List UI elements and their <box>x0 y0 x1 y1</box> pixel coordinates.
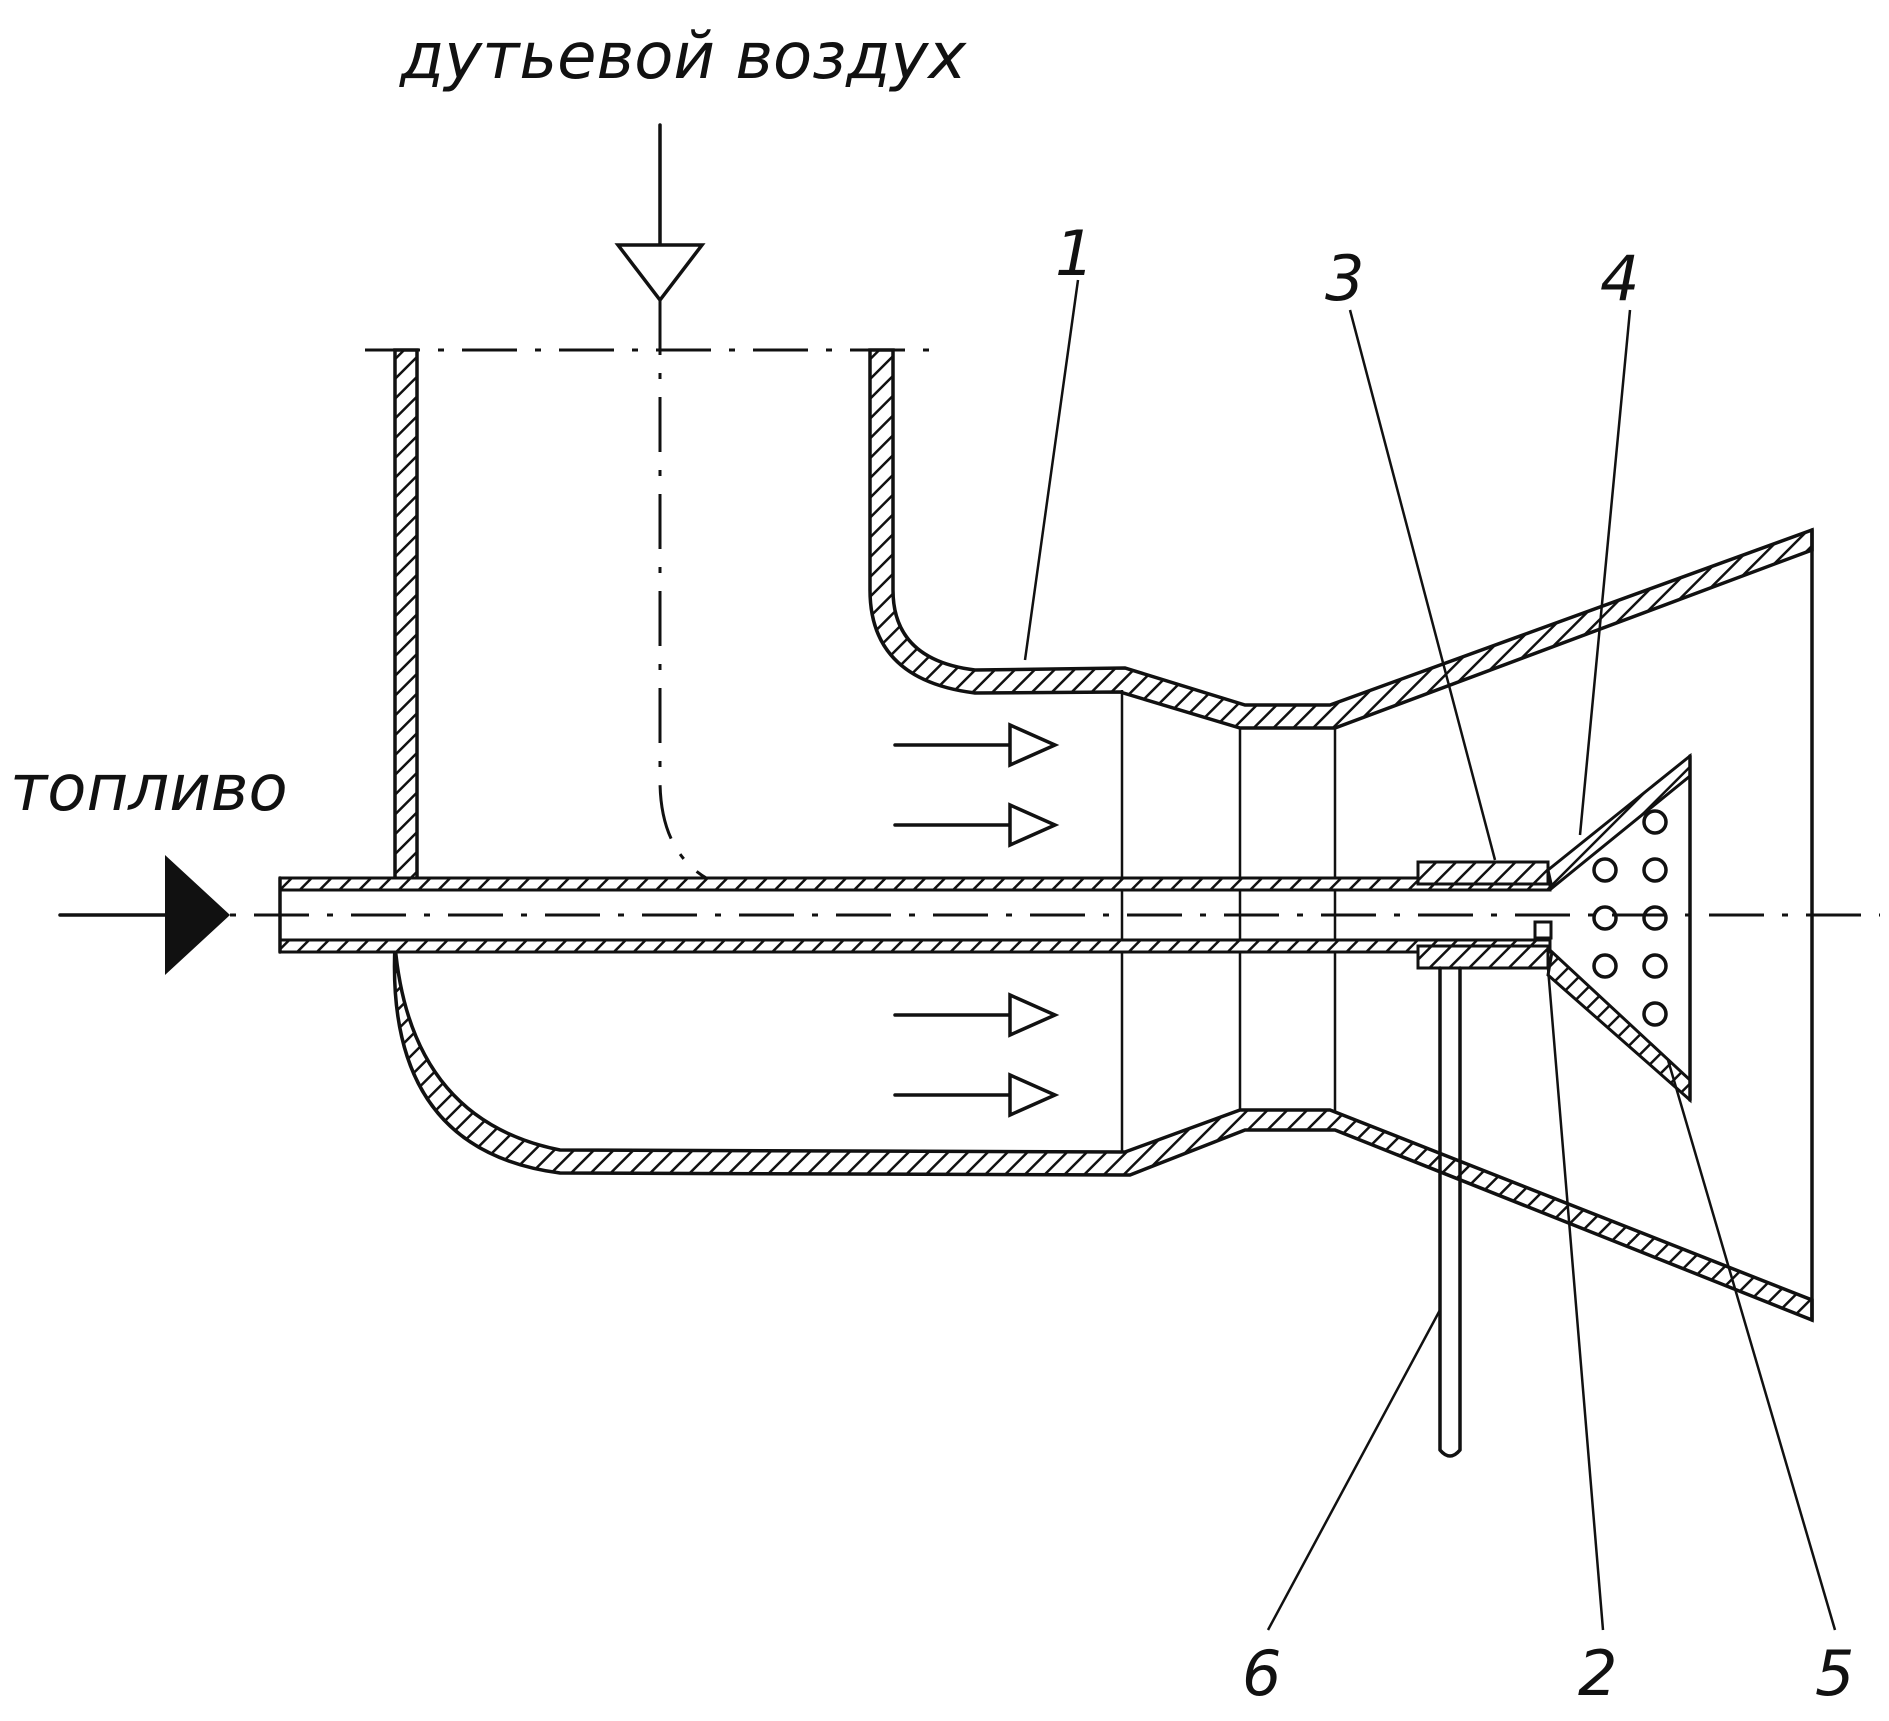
callout-5: 5 <box>1815 1637 1854 1710</box>
callout-4: 4 <box>1600 242 1639 315</box>
callout-1: 1 <box>1055 217 1094 290</box>
ignition-rod <box>1440 968 1460 1456</box>
fuel-inlet-arrow <box>60 855 230 975</box>
fuel-label: топливо <box>10 752 288 826</box>
air-inlet-arrow <box>618 125 702 300</box>
nozzle-tip <box>1535 922 1551 938</box>
air-inlet-label: дутьевой воздух <box>399 20 967 94</box>
air-flow-arrows <box>895 725 1055 1115</box>
inlet-axis <box>660 300 720 885</box>
callout-3: 3 <box>1325 242 1364 315</box>
callout-6: 6 <box>1242 1637 1281 1710</box>
fuel-pipe <box>60 878 1880 952</box>
callout-2: 2 <box>1578 1637 1617 1710</box>
perforated-cone <box>1548 756 1690 1100</box>
